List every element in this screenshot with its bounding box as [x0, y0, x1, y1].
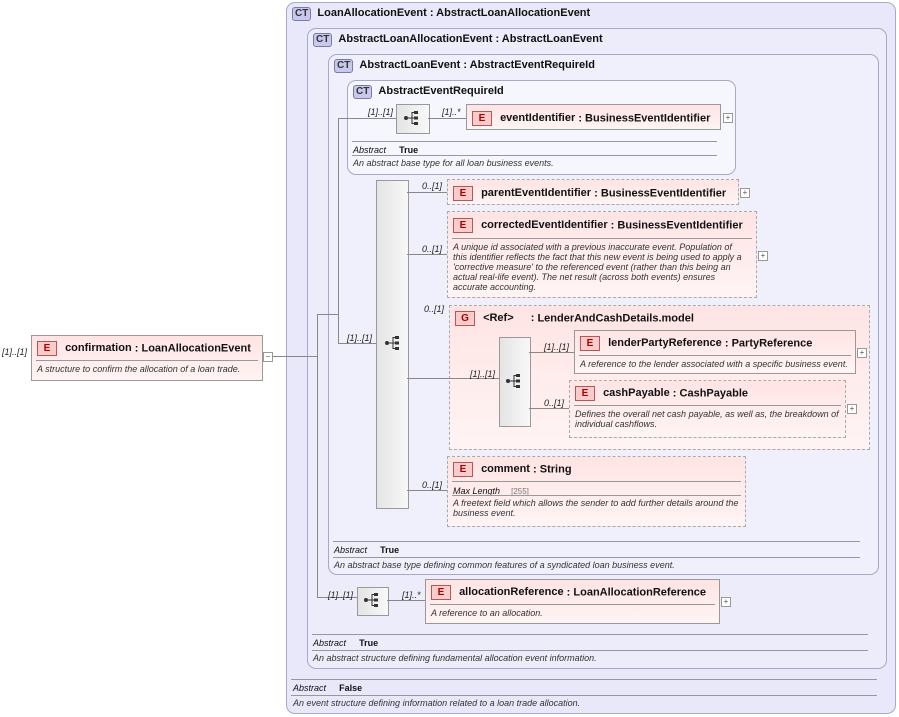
group-ref: <Ref> — [483, 312, 514, 325]
cash-desc: Defines the overall net cash payable, as… — [575, 409, 839, 429]
ct3-desc: An abstract base type defining common fe… — [334, 560, 675, 570]
ct1-title: LoanAllocationEvent : AbstractLoanAlloca… — [317, 7, 591, 19]
sequence-icon — [385, 336, 399, 350]
group-name: LenderAndCashDetails.model — [537, 312, 694, 325]
ct2-abstract-value: True — [359, 638, 379, 648]
element-corrected-event-identifier[interactable]: E correctedEventIdentifier : BusinessEve… — [447, 211, 757, 298]
corrected-type: BusinessEventIdentifier — [617, 219, 743, 232]
element-badge: E — [453, 462, 473, 477]
ct4-child-multiplicity: [1]..* — [442, 107, 461, 117]
ct2-abstract-label: Abstract — [313, 638, 347, 648]
ct4-abstract-value: True — [399, 145, 419, 155]
element-allocation-reference[interactable]: E allocationReference : LoanAllocationRe… — [425, 579, 720, 624]
ct3-title: AbstractLoanEvent : AbstractEventRequire… — [359, 59, 595, 71]
complex-type-badge: CT — [292, 7, 312, 21]
expand-toggle[interactable]: + — [758, 251, 768, 261]
element-badge: E — [472, 111, 492, 126]
ct3-abstract-label: Abstract — [334, 545, 368, 555]
main-seq-multiplicity: [1]..[1] — [347, 333, 373, 343]
lender-desc: A reference to the lender associated wit… — [580, 359, 848, 369]
event-identifier-type: BusinessEventIdentifier — [585, 112, 711, 125]
element-badge: E — [580, 336, 600, 351]
comment-type: String — [539, 463, 572, 476]
cash-name: cashPayable — [603, 387, 670, 400]
element-comment[interactable]: E comment : String Max Length [255] A fr… — [447, 456, 746, 527]
comment-name: comment — [481, 463, 530, 476]
complex-type-badge: CT — [353, 85, 373, 99]
element-badge: E — [431, 585, 451, 600]
group-sequence-compositor[interactable] — [499, 337, 531, 427]
alloc-sequence-compositor[interactable] — [357, 587, 389, 616]
ct1-abstract-value: False — [339, 683, 363, 693]
parent-name: parentEventIdentifier — [481, 187, 592, 200]
lender-name: lenderPartyReference — [608, 337, 722, 350]
alloc-multiplicity: [1]..* — [402, 590, 421, 600]
ct2-desc: An abstract structure defining fundament… — [313, 653, 597, 663]
complex-type-badge: CT — [313, 33, 333, 47]
ct4-seq-multiplicity: [1]..[1] — [368, 107, 394, 117]
element-event-identifier[interactable]: E eventIdentifier : BusinessEventIdentif… — [466, 104, 721, 130]
corrected-multiplicity: 0..[1] — [422, 244, 443, 254]
element-lender-party-reference[interactable]: E lenderPartyReference : PartyReference … — [574, 330, 856, 374]
expand-toggle[interactable]: + — [857, 348, 867, 358]
cash-type: CashPayable — [679, 387, 748, 400]
expand-toggle[interactable]: + — [740, 188, 750, 198]
group-badge: G — [455, 311, 475, 326]
ct1-desc: An event structure defining information … — [293, 698, 581, 708]
parent-multiplicity: 0..[1] — [422, 181, 443, 191]
cash-multiplicity: 0..[1] — [544, 398, 565, 408]
alloc-name: allocationReference — [459, 586, 564, 599]
lender-type: PartyReference — [731, 337, 813, 350]
alloc-type: LoanAllocationReference — [573, 586, 707, 599]
expand-toggle[interactable]: + — [847, 404, 857, 414]
corrected-desc: A unique id associated with a previous i… — [453, 242, 742, 292]
element-parent-event-identifier[interactable]: E parentEventIdentifier : BusinessEventI… — [447, 179, 739, 205]
ct1-abstract-label: Abstract — [293, 683, 327, 693]
alloc-desc: A reference to an allocation. — [431, 608, 543, 618]
group-multiplicity: 0..[1] — [424, 304, 445, 314]
sequence-icon — [506, 374, 520, 388]
max-length-value: [255] — [511, 487, 529, 496]
ct2-title: AbstractLoanAllocationEvent : AbstractLo… — [338, 33, 603, 45]
element-badge: E — [575, 386, 595, 401]
comment-desc: A freetext field which allows the sender… — [453, 498, 739, 518]
root-element-type: LoanAllocationEvent — [141, 342, 251, 355]
sequence-icon — [404, 111, 418, 125]
ct3-abstract-value: True — [380, 545, 400, 555]
sequence-compositor[interactable] — [396, 104, 430, 134]
ct4-title: AbstractEventRequireId — [378, 85, 504, 97]
ct4-desc: An abstract base type for all loan busin… — [353, 158, 554, 168]
alloc-seq-multiplicity: [1]..[1] — [328, 590, 354, 600]
ct4-abstract-label: Abstract — [353, 145, 387, 155]
sequence-icon — [364, 593, 378, 607]
root-multiplicity: [1]..[1] — [2, 347, 28, 357]
parent-type: BusinessEventIdentifier — [600, 187, 727, 200]
expand-toggle[interactable]: + — [721, 597, 731, 607]
root-element-confirmation[interactable]: E confirmation : LoanAllocationEvent A s… — [31, 335, 263, 381]
lender-multiplicity: [1]..[1] — [544, 342, 570, 352]
root-element-name: confirmation — [65, 342, 132, 355]
max-length-label: Max Length — [453, 486, 501, 496]
expand-toggle[interactable]: + — [723, 113, 733, 123]
root-element-desc: A structure to confirm the allocation of… — [37, 364, 241, 374]
corrected-name: correctedEventIdentifier — [481, 219, 608, 232]
element-badge: E — [453, 186, 473, 201]
element-badge: E — [37, 341, 57, 356]
complex-type-badge: CT — [334, 59, 354, 73]
event-identifier-name: eventIdentifier — [500, 112, 576, 125]
comment-multiplicity: 0..[1] — [422, 480, 443, 490]
element-cash-payable[interactable]: E cashPayable : CashPayable Defines the … — [569, 380, 846, 438]
element-badge: E — [453, 218, 473, 233]
group-seq-multiplicity: [1]..[1] — [470, 369, 496, 379]
collapse-toggle[interactable]: − — [263, 352, 273, 362]
